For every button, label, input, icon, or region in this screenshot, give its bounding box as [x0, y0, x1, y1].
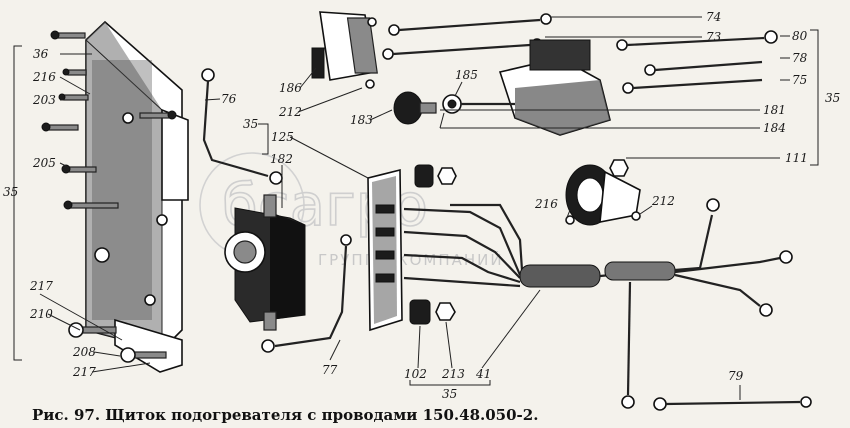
watermark-subtitle: ГРУППА КОМПАНИЙ [318, 250, 504, 269]
label-41: 41 [475, 367, 491, 381]
switch-186 [311, 11, 378, 89]
label-217-top: 217 [29, 279, 53, 293]
label-111: 111 [785, 151, 808, 165]
label-216-right: 216 [534, 197, 558, 211]
harness-41 [403, 198, 793, 409]
label-80: 80 [792, 29, 808, 43]
label-76: 76 [221, 92, 237, 106]
label-182: 182 [270, 152, 293, 166]
panel-plate [85, 20, 189, 373]
figure-caption: Рис. 97. Щиток подогревателя с проводами… [32, 406, 538, 424]
wires-74-73 [382, 13, 552, 60]
label-186: 186 [279, 81, 302, 95]
label-183: 183 [350, 113, 373, 127]
label-35-bottom: 35 [442, 387, 457, 401]
label-210: 210 [29, 307, 53, 321]
resistor-block-125 [367, 168, 403, 332]
label-74: 74 [706, 10, 721, 24]
label-213: 213 [441, 367, 465, 381]
label-35-left: 35 [3, 185, 18, 199]
part-labels: 36 216 203 205 35 217 210 208 217 76 186… [3, 10, 840, 401]
label-216-left: 216 [32, 70, 56, 84]
label-208: 208 [72, 345, 96, 359]
label-102: 102 [404, 367, 427, 381]
label-203: 203 [32, 93, 56, 107]
wire-77 [261, 234, 352, 353]
label-184: 184 [763, 121, 786, 135]
wires-80-78-75 [616, 30, 778, 94]
rheostat-182 [224, 194, 306, 331]
label-217-bottom: 217 [72, 365, 96, 379]
label-35-middle: 35 [243, 117, 258, 131]
wire-79 [653, 396, 812, 411]
label-212-top: 212 [278, 105, 302, 119]
socket-111 [565, 159, 641, 226]
nuts-center [409, 164, 457, 325]
label-36: 36 [33, 47, 49, 61]
leader-lines [13, 16, 819, 400]
label-125: 125 [271, 130, 294, 144]
label-205: 205 [32, 156, 56, 170]
wire-76 [201, 68, 283, 185]
label-79: 79 [728, 369, 744, 383]
knob-183 [393, 91, 437, 125]
label-78: 78 [792, 51, 808, 65]
label-75: 75 [792, 73, 807, 87]
label-77: 77 [322, 363, 338, 377]
label-181: 181 [763, 103, 786, 117]
screws-left [41, 30, 177, 363]
label-35-right: 35 [825, 91, 840, 105]
label-185: 185 [455, 68, 478, 82]
label-212-right: 212 [651, 194, 675, 208]
relay-181 [442, 39, 611, 136]
label-73: 73 [706, 30, 722, 44]
